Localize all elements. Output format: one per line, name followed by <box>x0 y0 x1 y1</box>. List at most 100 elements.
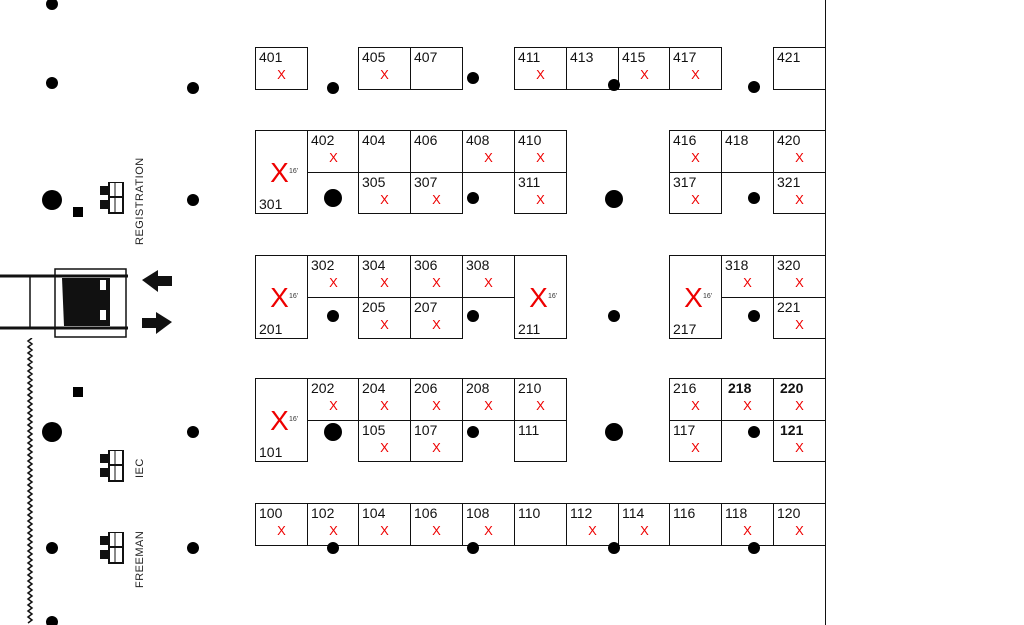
booth-size-label: 16' <box>289 416 299 423</box>
booth-421[interactable]: 421 <box>773 47 826 90</box>
booth-taken-mark: X <box>691 192 700 207</box>
booth-taken-mark: X <box>743 275 752 290</box>
column-marker <box>187 82 199 94</box>
booth-110[interactable]: 110 <box>514 503 567 546</box>
column-marker <box>46 616 58 625</box>
booth-number: 104 <box>362 505 386 521</box>
column-marker <box>467 426 479 438</box>
column-marker <box>608 542 620 554</box>
booth-taken-mark: X <box>795 440 804 455</box>
booth-number: 101 <box>259 444 283 460</box>
booth-418[interactable]: 418 <box>721 130 774 173</box>
iec-desk-icon <box>100 450 124 482</box>
booth-number: 317 <box>673 174 697 190</box>
booth-number: 407 <box>414 49 438 65</box>
booth-taken-mark: X <box>484 398 493 413</box>
booth-number: 411 <box>518 49 541 65</box>
booth-111[interactable]: 111 <box>514 420 567 462</box>
column-marker <box>605 423 623 441</box>
booth-number: 216 <box>673 380 697 396</box>
booth-number: 404 <box>362 132 386 148</box>
booth-size-label: 16' <box>289 168 299 175</box>
booth-number: 318 <box>725 257 749 273</box>
column-marker <box>187 426 199 438</box>
registration-desk-icon <box>100 182 124 214</box>
iec-label: IEC <box>134 458 146 478</box>
booth-taken-mark: X <box>432 317 441 332</box>
booth-number: 311 <box>518 174 541 190</box>
pillar-marker <box>73 387 83 397</box>
booth-taken-mark: X <box>529 282 548 313</box>
booth-taken-mark: X <box>380 398 389 413</box>
booth-taken-mark: X <box>795 398 804 413</box>
booth-number: 116 <box>673 505 696 521</box>
booth-number: 207 <box>414 299 438 315</box>
booth-number: 405 <box>362 49 386 65</box>
booth-number: 118 <box>725 505 748 521</box>
booth-number: 217 <box>673 321 697 337</box>
booth-number: 413 <box>570 49 594 65</box>
booth-taken-mark: X <box>536 150 545 165</box>
booth-taken-mark: X <box>691 398 700 413</box>
booth-406[interactable]: 406 <box>410 130 463 173</box>
booth-number: 321 <box>777 174 801 190</box>
column-marker <box>187 194 199 206</box>
booth-taken-mark: X <box>270 282 289 313</box>
column-marker <box>748 310 760 322</box>
booth-116[interactable]: 116 <box>669 503 722 546</box>
booth-407[interactable]: 407 <box>410 47 463 90</box>
column-marker <box>46 77 58 89</box>
booth-404[interactable]: 404 <box>358 130 411 173</box>
